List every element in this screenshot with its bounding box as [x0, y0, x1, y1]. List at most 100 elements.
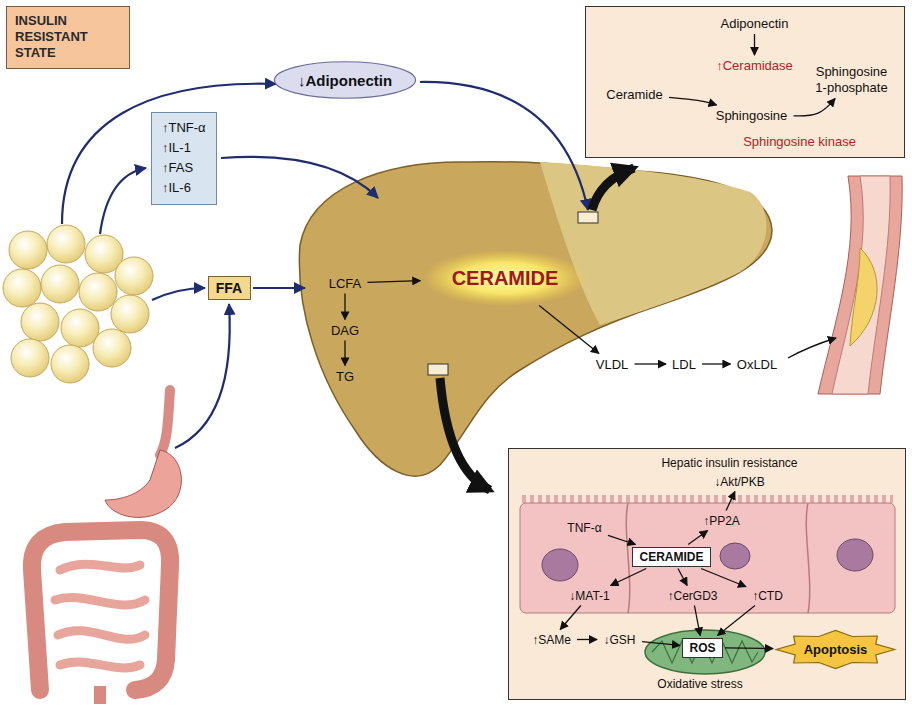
- fat-cell: [115, 257, 153, 295]
- mitochondrion-outer: [645, 630, 765, 674]
- node-text: Adiponectin: [721, 16, 789, 31]
- outcome-label: Hepatic insulin resistance: [657, 455, 802, 471]
- cell-body: [520, 503, 895, 613]
- fat-cell: [111, 295, 149, 333]
- figure-label: Oxidative stress: [657, 677, 742, 691]
- ellipse-shape: [274, 62, 415, 98]
- callout-arrow: [592, 168, 634, 210]
- node-text: LDL: [672, 357, 696, 372]
- fat-cell: [21, 303, 59, 341]
- ceramide-box: CERAMIDE: [632, 547, 711, 567]
- connector: [611, 569, 647, 586]
- connector: [608, 535, 636, 544]
- stomach: [105, 450, 181, 517]
- fat-cell: [61, 309, 99, 347]
- artery-wall: [818, 176, 902, 394]
- connector: [702, 363, 731, 364]
- molecule-label: ↑PP2A: [699, 513, 744, 529]
- node-text: ↑IL-1: [162, 138, 191, 158]
- connector: [701, 569, 746, 587]
- fat-cell: [11, 339, 49, 377]
- liver: [299, 162, 772, 476]
- node-text: ↑TNF-α: [162, 118, 206, 138]
- connector: [794, 99, 836, 116]
- molecule-label: ↓Akt/PKB: [710, 474, 769, 490]
- state-box: INSULIN RESISTANT STATE: [6, 6, 130, 69]
- leader-arrow: [788, 338, 836, 358]
- connector: [726, 492, 735, 511]
- lipoprotein-label: VLDL: [592, 356, 633, 373]
- node-text: LCFA: [329, 276, 362, 291]
- ros-box: ROS: [682, 638, 723, 658]
- connector: [577, 639, 597, 640]
- rectum: [94, 686, 106, 704]
- node-text: TNF-α: [567, 521, 601, 535]
- lipoprotein-label: LDL: [668, 356, 700, 373]
- node-text: Sphingosine: [716, 108, 788, 123]
- panel-ground: [585, 6, 905, 158]
- node-text: DAG: [331, 323, 359, 338]
- fat-cell: [93, 329, 131, 367]
- fat-cell: [9, 231, 47, 269]
- connector: [725, 647, 773, 649]
- node-text: ↑Ceramidase: [716, 58, 793, 73]
- gut: [32, 390, 182, 704]
- connector: [368, 281, 421, 283]
- connector: [694, 606, 700, 636]
- node-text: INSULIN RESISTANT STATE: [15, 13, 121, 62]
- nucleus: [720, 543, 750, 569]
- small-intestine: [55, 564, 145, 668]
- molecule-label: Adiponectin: [717, 15, 793, 32]
- ffa-box: FFA: [208, 276, 251, 300]
- connector: [678, 569, 687, 586]
- molecule-label: ↑CTD: [748, 588, 787, 604]
- starburst-shape: [776, 630, 895, 668]
- callout-arrow: [440, 378, 490, 490]
- node-text: ↑CerGD3: [667, 589, 717, 603]
- node-text: TG: [336, 369, 354, 384]
- node-text: CERAMIDE: [452, 267, 559, 290]
- flow-arrow: [420, 82, 588, 210]
- flow-arrow: [100, 168, 146, 234]
- molecule-label: TNF-α: [563, 520, 606, 536]
- node-text: ↓Akt/PKB: [714, 475, 765, 489]
- esophagus: [160, 390, 170, 455]
- artery-lumen: [832, 176, 890, 394]
- flow-arrows: [62, 82, 588, 448]
- apoptosis-burst: Apoptosis: [775, 630, 896, 669]
- inset-panel: Adiponectin↑CeramidaseCeramideSphingosin…: [585, 6, 905, 158]
- flow-arrow: [152, 288, 205, 300]
- microvilli: [522, 495, 893, 503]
- molecule-label: Sphingosine 1-phosphate: [807, 63, 897, 97]
- node-text: ↓Adiponectin: [298, 72, 392, 89]
- connector: [539, 305, 599, 353]
- nucleus: [837, 539, 873, 571]
- mitochondrion: [645, 630, 765, 674]
- cytokine-box: ↑TNF-α↑IL-1↑FAS↑IL-6: [151, 112, 217, 205]
- metabolite-label: LCFA: [325, 275, 366, 292]
- molecule-label: Ceramide: [602, 86, 667, 103]
- glow-shape: [422, 250, 588, 306]
- enzyme-label: Sphingosine kinase: [739, 133, 860, 150]
- hepatocytes: [520, 499, 895, 613]
- connector: [688, 531, 707, 545]
- connector: [635, 363, 667, 364]
- adipose-tissue: [3, 225, 153, 383]
- connector: [344, 294, 345, 320]
- fat-cell: [51, 345, 89, 383]
- fat-cell: [79, 273, 117, 311]
- node-text: ↑CTD: [752, 589, 783, 603]
- colon: [32, 530, 170, 690]
- node-text: ↓GSH: [603, 633, 635, 647]
- lipoprotein-label: OxLDL: [733, 356, 782, 373]
- connector: [560, 606, 581, 630]
- node-text: ↓MAT-1: [569, 589, 609, 603]
- fat-cell: [3, 269, 41, 307]
- metabolite-label: DAG: [327, 322, 364, 339]
- flow-arrow: [221, 157, 378, 198]
- nucleus: [542, 549, 578, 581]
- connector: [344, 341, 345, 366]
- molecule-label: ↓MAT-1: [565, 588, 614, 604]
- connector: [642, 642, 680, 646]
- connector: [718, 606, 756, 636]
